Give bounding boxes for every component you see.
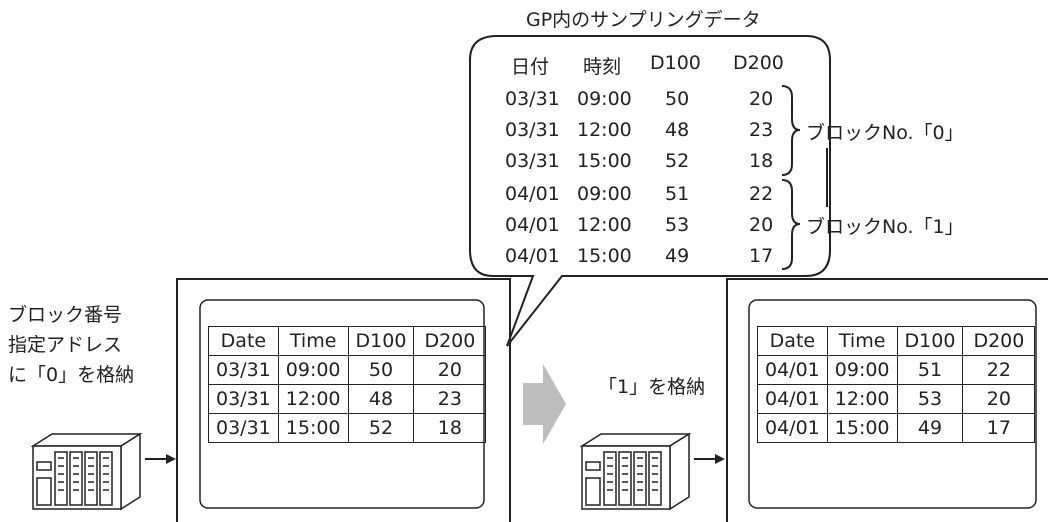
table-header-row: Date Time D100 D200 (208, 326, 487, 356)
table-row: 03/31 09:00 50 20 (208, 355, 487, 385)
header-d100: D100 (347, 326, 415, 356)
left-gp-table: Date Time D100 D200 03/31 09:00 50 20 03… (208, 326, 487, 443)
cell-d200: 17 (962, 413, 1036, 443)
left-caption-line-2: に「0」を格納 (8, 364, 135, 386)
left-plc-arrow (145, 454, 176, 464)
cell-d100: 52 (347, 413, 415, 443)
popup-row-0-time: 09:00 (577, 88, 632, 110)
popup-row-1-d100: 48 (665, 119, 690, 141)
cell-time: 12:00 (277, 384, 349, 414)
cell-time: 09:00 (826, 355, 898, 385)
cell-date: 03/31 (208, 384, 279, 414)
header-time: Time (277, 326, 349, 356)
cell-time: 15:00 (277, 413, 349, 443)
cell-d200: 20 (962, 384, 1036, 414)
popup-row-1-time: 12:00 (577, 119, 632, 141)
table-row: 03/31 12:00 48 23 (208, 384, 487, 414)
cell-d100: 49 (896, 413, 964, 443)
popup-row-1-date: 03/31 (505, 119, 560, 141)
popup-row-5-d100: 49 (665, 245, 690, 267)
cell-date: 04/01 (757, 384, 828, 414)
popup-row-2-time: 15:00 (577, 150, 632, 172)
brace-block-1 (781, 179, 801, 270)
header-date: Date (757, 326, 828, 356)
table-header-row: Date Time D100 D200 (757, 326, 1036, 356)
left-caption-line-1: 指定アドレス (8, 334, 123, 356)
header-d200: D200 (962, 326, 1036, 356)
popup-row-3-time: 09:00 (577, 183, 632, 205)
popup-header-d200: D200 (733, 52, 784, 74)
cell-d100: 51 (896, 355, 964, 385)
table-row: 04/01 09:00 51 22 (757, 355, 1036, 385)
right-gp-table: Date Time D100 D200 04/01 09:00 51 22 04… (757, 326, 1036, 443)
cell-d100: 53 (896, 384, 964, 414)
cell-d200: 23 (413, 384, 487, 414)
popup-row-3-d200: 22 (749, 183, 774, 205)
table-row: 04/01 15:00 49 17 (757, 413, 1036, 443)
right-plc-icon (579, 432, 692, 511)
popup-row-2-d200: 18 (749, 150, 774, 172)
popup-header-date: 日付 (511, 56, 550, 78)
header-d100: D100 (896, 326, 964, 356)
popup-row-4-time: 12:00 (577, 214, 632, 236)
header-date: Date (208, 326, 279, 356)
popup-row-1-d200: 23 (749, 119, 774, 141)
popup-row-0-date: 03/31 (505, 88, 560, 110)
popup-row-5-time: 15:00 (577, 245, 632, 267)
popup-row-2-d100: 52 (665, 150, 690, 172)
left-caption-line-0: ブロック番号 (8, 304, 123, 326)
popup-header-d100: D100 (650, 52, 701, 74)
cell-d100: 48 (347, 384, 415, 414)
popup-row-0-d100: 50 (665, 88, 690, 110)
left-caption: ブロック番号 指定アドレス に「0」を格納 (8, 300, 134, 390)
popup-row-4-d100: 53 (665, 214, 690, 236)
cell-d200: 20 (413, 355, 487, 385)
popup-row-3-d100: 51 (665, 183, 690, 205)
block-0-label: ブロックNo.「0」 (806, 122, 964, 144)
popup-row-3-date: 04/01 (505, 183, 560, 205)
cell-d200: 22 (962, 355, 1036, 385)
header-d200: D200 (413, 326, 487, 356)
transition-arrow (523, 364, 566, 444)
cell-time: 15:00 (826, 413, 898, 443)
popup-row-2-date: 03/31 (505, 150, 560, 172)
header-time: Time (826, 326, 898, 356)
table-row: 04/01 12:00 53 20 (757, 384, 1036, 414)
popup-header-time: 時刻 (583, 56, 622, 78)
cell-date: 03/31 (208, 413, 279, 443)
cell-d100: 50 (347, 355, 415, 385)
block-1-label: ブロックNo.「1」 (806, 216, 964, 238)
popup-row-5-date: 04/01 (505, 245, 560, 267)
popup-row-4-d200: 20 (749, 214, 774, 236)
left-gp-outline (176, 278, 511, 522)
table-row: 03/31 15:00 52 18 (208, 413, 487, 443)
popup-row-4-date: 04/01 (505, 214, 560, 236)
cell-time: 12:00 (826, 384, 898, 414)
brace-block-0 (781, 85, 801, 176)
cell-d200: 18 (413, 413, 487, 443)
popup-row-0-d200: 20 (749, 88, 774, 110)
left-plc-icon (30, 432, 143, 511)
right-gp-outline (726, 278, 1048, 522)
cell-date: 04/01 (757, 413, 828, 443)
popup-row-5-d200: 17 (749, 245, 774, 267)
cell-date: 03/31 (208, 355, 279, 385)
right-caption: 「1」を格納 (598, 376, 706, 398)
cell-date: 04/01 (757, 355, 828, 385)
cell-time: 09:00 (277, 355, 349, 385)
speech-bubble (469, 35, 831, 347)
popup-title: GP内のサンプリングデータ (526, 9, 761, 31)
right-plc-arrow (694, 454, 725, 464)
